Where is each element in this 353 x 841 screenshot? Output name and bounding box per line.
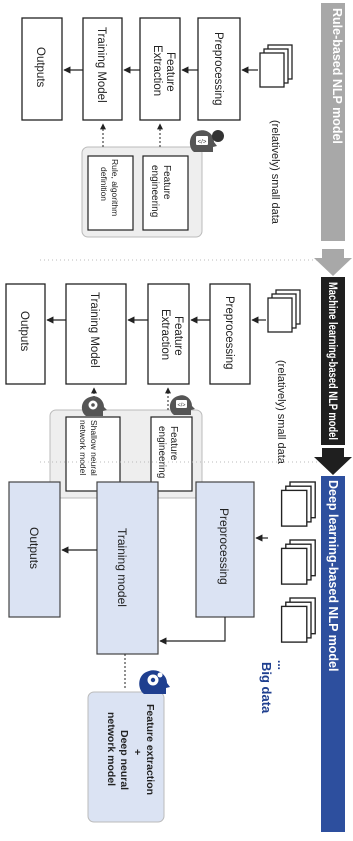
dl-side-label-2: +: [131, 749, 143, 755]
ml-data-documents: [267, 289, 301, 333]
dl-arrow-2: [159, 617, 226, 645]
rule-side-bottom-label-2: definition: [99, 167, 109, 201]
dl-title: Deep learning-based NLP model: [326, 480, 340, 671]
rule-side-top-label-2: engineering: [149, 165, 160, 217]
rule-outputs-box: [21, 17, 63, 121]
rule-section: Rule-based NLP model (relatively) small …: [21, 3, 345, 241]
transition-arrow-1: [314, 249, 352, 276]
transition-arrow-2: [314, 448, 352, 475]
dl-data-documents-3: [280, 597, 316, 643]
ml-feature-box: [147, 283, 190, 385]
rule-side-bottom-box: [87, 155, 134, 231]
ml-side-bottom-label-1: Shallow neural: [89, 420, 99, 476]
rule-feature-box: [139, 17, 181, 121]
ml-outputs-label: Outputs: [18, 311, 30, 352]
dl-outputs-label: Outputs: [27, 527, 41, 569]
ml-side-bottom-label-2: network model: [78, 420, 88, 475]
dl-data-documents-1: [280, 481, 316, 527]
rule-preprocessing-box: [197, 17, 241, 121]
ml-banner: [321, 277, 345, 445]
ml-side-bottom-box: [65, 416, 121, 492]
ml-feature-label-1: Feature: [172, 316, 184, 356]
rule-feature-label-1: Feature: [164, 52, 176, 92]
dl-banner: [321, 476, 345, 832]
dl-data-label: Big data: [259, 662, 274, 714]
dl-preprocessing-label: Preprocessing: [217, 508, 231, 585]
rule-side-top-box: [142, 155, 189, 231]
rule-training-label: Training Model: [95, 27, 107, 103]
dl-outputs-box: [8, 481, 61, 618]
dl-training-label: Training model: [115, 528, 129, 607]
ml-side-top-label-1: Feature: [168, 426, 179, 461]
rule-side-top-label-1: Feature: [161, 165, 172, 200]
code-head-icon: </>: [169, 395, 195, 415]
gear-head-icon: [139, 670, 170, 694]
dl-side-box: [87, 691, 165, 823]
rule-feature-label-2: Extraction: [151, 45, 163, 96]
code-head-icon: </>: [189, 130, 224, 152]
rule-outputs-label: Outputs: [34, 47, 46, 88]
ml-side-top-box: [150, 416, 193, 492]
ml-training-label: Training Model: [88, 292, 100, 368]
rule-preprocessing-label: Preprocessing: [212, 32, 224, 106]
rule-title: Rule-based NLP model: [330, 8, 344, 144]
rule-banner: [321, 3, 345, 241]
dl-data-documents-2: [280, 539, 316, 585]
dl-side-label-1: Feature extraction: [144, 704, 156, 795]
ml-preprocessing-label: Preprocessing: [223, 296, 235, 370]
dl-section: Deep learning-based NLP model ... Big da…: [8, 476, 345, 832]
ml-feature-label-2: Extraction: [159, 309, 171, 360]
ml-section: Machine learning-based NLP model (relati…: [5, 277, 345, 499]
ml-outputs-box: [5, 283, 46, 385]
ml-title: Machine learning-based NLP model: [326, 282, 338, 440]
dl-preprocessing-box: [195, 481, 255, 618]
svg-text:</>: </>: [198, 140, 207, 146]
svg-text:</>: </>: [178, 403, 186, 409]
ml-side-top-label-2: engineering: [156, 426, 167, 478]
ml-training-box: [65, 283, 127, 385]
ml-data-label: (relatively) small data: [275, 360, 287, 465]
rule-data-documents: [259, 44, 293, 88]
dl-side-label-3: Deep neural: [118, 730, 130, 790]
dl-data-ellipsis: ...: [275, 660, 289, 670]
gear-head-icon: [81, 396, 107, 416]
rule-training-box: [82, 17, 123, 121]
dl-side-label-4: network model: [105, 712, 117, 786]
rule-data-label: (relatively) small data: [269, 120, 281, 225]
ml-preprocessing-box: [209, 283, 251, 385]
dl-training-box: [96, 481, 159, 655]
rule-side-bottom-label-1: Rule, algorithm: [110, 159, 120, 216]
